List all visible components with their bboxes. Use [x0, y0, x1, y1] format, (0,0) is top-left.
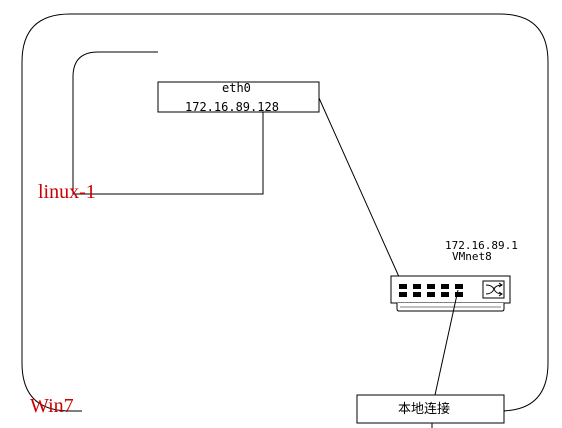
vmnet8-switch: [390, 275, 511, 312]
vmnet8-ip-label: 172.16.89.1: [445, 239, 518, 252]
win7-host-label: Win7: [30, 395, 74, 417]
local-connection-box: [356, 394, 505, 424]
eth0-to-switch-link: [318, 97, 405, 289]
linux-vm-label: linux-1: [38, 181, 96, 203]
ethernet-port-icon: [399, 284, 463, 297]
eth0-name-label: eth0: [222, 81, 251, 95]
vmnet8-name-label: VMnet8: [452, 250, 492, 263]
eth0-box: [157, 81, 320, 113]
win7-host-boundary: [21, 13, 549, 412]
eth0-ip-label: 172.16.89.128: [185, 100, 279, 114]
linux-vm-boundary: [72, 51, 264, 195]
crossed-arrows-icon: [482, 280, 505, 299]
switch-to-local-connection-link: [434, 289, 459, 396]
local-connection-label: 本地连接: [398, 402, 451, 417]
